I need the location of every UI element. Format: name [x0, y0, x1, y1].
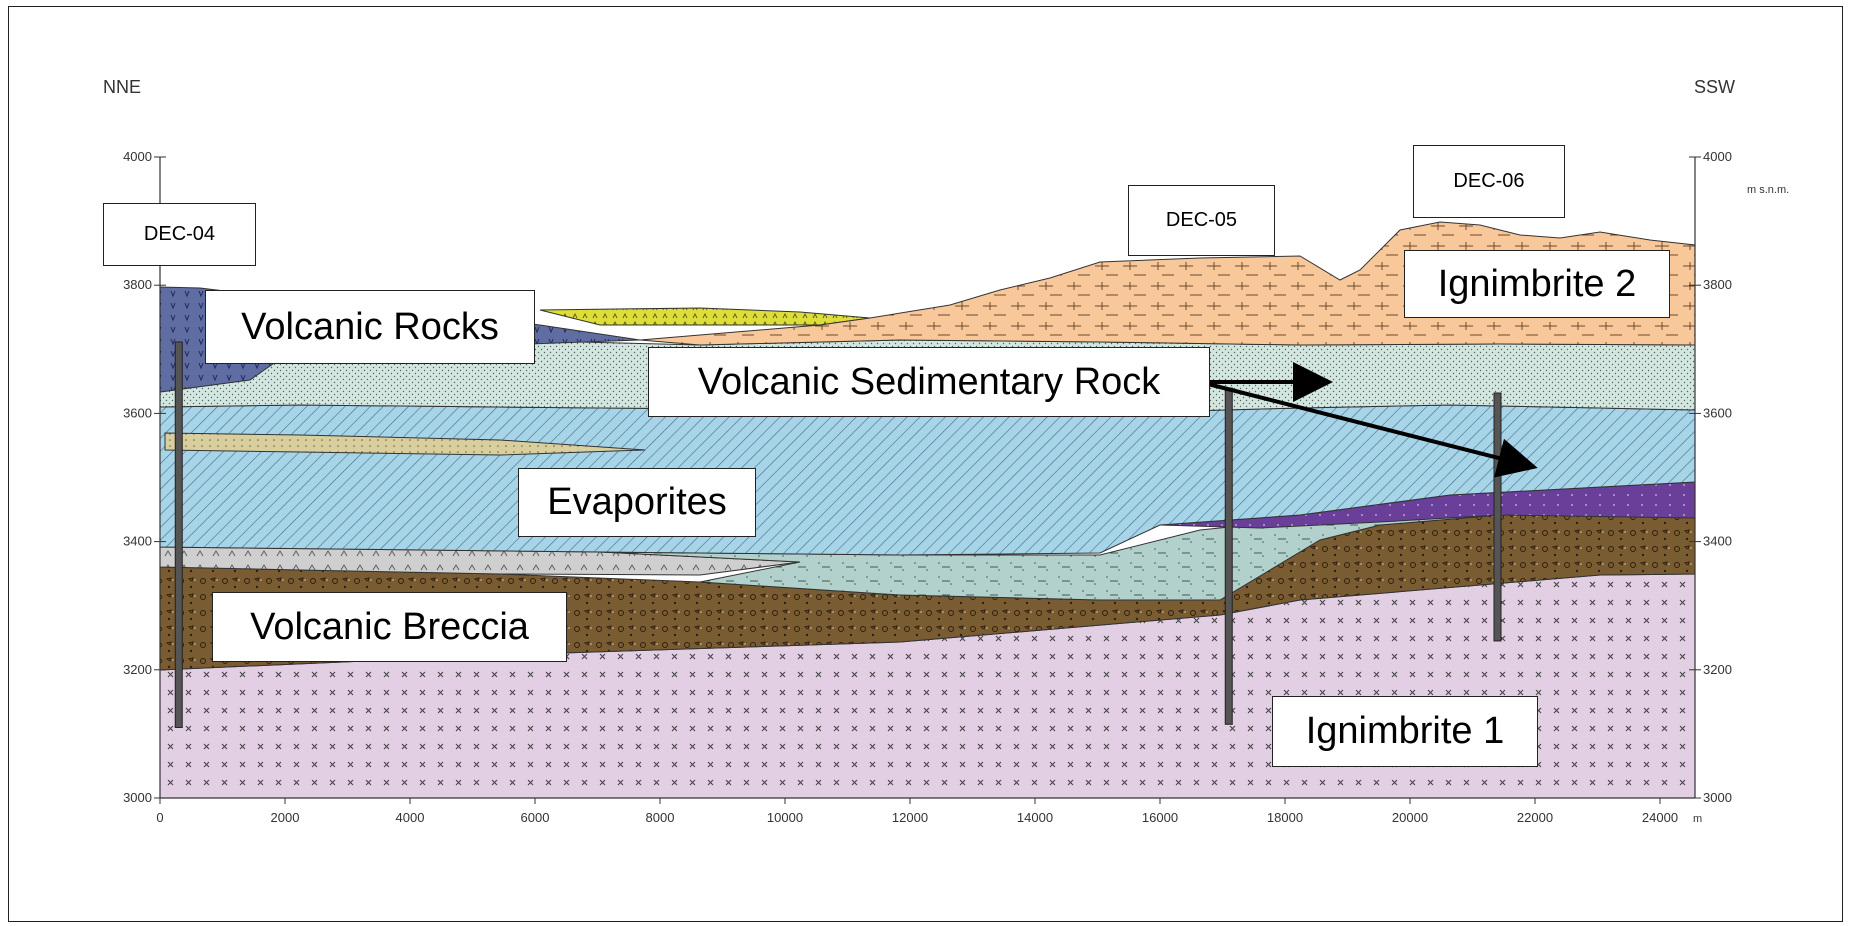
y-unit-label: m s.n.m. — [1747, 184, 1789, 196]
borehole-dec-04 — [174, 341, 183, 728]
x-tick-label: 22000 — [1517, 810, 1553, 825]
y-right-tick-label: 3200 — [1703, 662, 1732, 677]
y-right-tick-label: 4000 — [1703, 149, 1732, 164]
y-left-tick-label: 3600 — [123, 405, 152, 420]
direction-left: NNE — [103, 77, 141, 97]
y-right-tick-label: 3000 — [1703, 790, 1732, 805]
x-tick-label: 12000 — [892, 810, 928, 825]
x-tick-label: 18000 — [1267, 810, 1303, 825]
layer-yellow — [539, 307, 871, 326]
well-label-dec-05: DEC-05 — [1128, 185, 1275, 256]
x-tick-label: 2000 — [271, 810, 300, 825]
x-tick-label: 14000 — [1017, 810, 1053, 825]
borehole-dec-06 — [1493, 392, 1502, 642]
y-left-tick-label: 3000 — [123, 790, 152, 805]
tick-marks: 3000 3200 3400 3600 3800 4000 3000 3200 3400 3600… — [123, 149, 1732, 825]
layer-tan-lens — [164, 432, 646, 456]
x-unit-label: m — [1693, 813, 1702, 825]
label-volcanic-sedimentary-rock: Volcanic Sedimentary Rock — [648, 347, 1210, 417]
y-left-tick-label: 3800 — [123, 277, 152, 292]
well-label-dec-04: DEC-04 — [103, 203, 256, 266]
callout-arrows — [1207, 362, 1538, 478]
borehole-dec-05 — [1224, 387, 1233, 725]
arrow-to-lower-sediment — [1207, 382, 1538, 478]
y-left-tick-label: 4000 — [123, 149, 152, 164]
x-tick-label: 10000 — [767, 810, 803, 825]
y-right-tick-label: 3600 — [1703, 405, 1732, 420]
label-evaporites: Evaporites — [518, 468, 756, 537]
x-tick-label: 4000 — [396, 810, 425, 825]
label-volcanic-rocks: Volcanic Rocks — [205, 290, 535, 364]
label-volcanic-breccia: Volcanic Breccia — [212, 592, 567, 662]
y-left-tick-label: 3200 — [123, 662, 152, 677]
x-tick-label: 8000 — [646, 810, 675, 825]
label-ignimbrite-2: Ignimbrite 2 — [1404, 250, 1670, 318]
boreholes — [174, 341, 1502, 728]
x-tick-label: 6000 — [521, 810, 550, 825]
x-tick-label: 24000 — [1642, 810, 1678, 825]
x-tick-label: 20000 — [1392, 810, 1428, 825]
direction-right: SSW — [1694, 77, 1735, 97]
y-right-tick-label: 3800 — [1703, 277, 1732, 292]
well-label-dec-06: DEC-06 — [1413, 145, 1565, 218]
x-tick-label: 16000 — [1142, 810, 1178, 825]
label-ignimbrite-1: Ignimbrite 1 — [1272, 696, 1538, 767]
y-right-tick-label: 3400 — [1703, 534, 1732, 549]
x-tick-label: 0 — [156, 810, 163, 825]
y-left-tick-label: 3400 — [123, 534, 152, 549]
